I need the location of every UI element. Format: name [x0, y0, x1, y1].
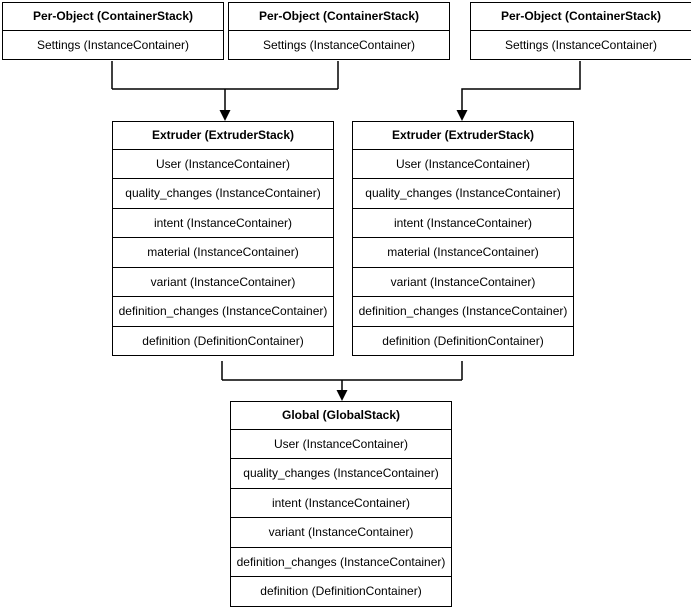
stack-row: definition (DefinitionContainer)	[353, 325, 573, 356]
stack-row: variant (InstanceContainer)	[353, 266, 573, 297]
stack-row: Settings (InstanceContainer)	[471, 29, 691, 60]
stack-row: definition (DefinitionContainer)	[113, 325, 333, 356]
stack-row: intent (InstanceContainer)	[231, 487, 451, 518]
arrowhead-extruder-2	[456, 110, 468, 121]
stack-title: Extruder (ExtruderStack)	[151, 128, 295, 142]
stack-row: material (InstanceContainer)	[113, 237, 333, 267]
stack-title: Per-Object (ContainerStack)	[32, 9, 194, 23]
stack-row: intent (InstanceContainer)	[113, 207, 333, 238]
stack-per-object-2: Per-Object (ContainerStack) Settings (In…	[228, 2, 450, 60]
connector-perobject-3-to-extruder-2	[461, 61, 581, 111]
stack-row: Settings (InstanceContainer)	[3, 29, 223, 60]
stack-row: User (InstanceContainer)	[113, 148, 333, 179]
stack-title: Global (GlobalStack)	[281, 408, 401, 422]
stack-per-object-3: Per-Object (ContainerStack) Settings (In…	[470, 2, 691, 60]
stack-row: quality_changes (InstanceContainer)	[113, 178, 333, 208]
stack-row: variant (InstanceContainer)	[113, 266, 333, 297]
stack-row: quality_changes (InstanceContainer)	[231, 458, 451, 488]
arrowhead-global	[336, 390, 348, 401]
stack-per-object-1: Per-Object (ContainerStack) Settings (In…	[2, 2, 224, 60]
connector-extruders-to-global	[221, 361, 463, 391]
stack-title: Per-Object (ContainerStack)	[258, 9, 420, 23]
stack-title: Extruder (ExtruderStack)	[391, 128, 535, 142]
stack-extruder-1: Extruder (ExtruderStack) User (InstanceC…	[112, 121, 334, 356]
stack-row: variant (InstanceContainer)	[231, 517, 451, 547]
stack-row: intent (InstanceContainer)	[353, 207, 573, 238]
stack-row: definition_changes (InstanceContainer)	[231, 546, 451, 577]
stack-row: User (InstanceContainer)	[353, 148, 573, 179]
stack-row: User (InstanceContainer)	[231, 428, 451, 459]
stack-row: definition_changes (InstanceContainer)	[353, 296, 573, 326]
stack-global: Global (GlobalStack) User (InstanceConta…	[230, 401, 452, 607]
stack-row: material (InstanceContainer)	[353, 237, 573, 267]
stack-title: Per-Object (ContainerStack)	[500, 9, 662, 23]
arrowhead-extruder-1	[219, 110, 231, 121]
stack-row: quality_changes (InstanceContainer)	[353, 178, 573, 208]
stack-row: definition_changes (InstanceContainer)	[113, 296, 333, 326]
stack-row: definition (DefinitionContainer)	[231, 576, 451, 606]
stack-extruder-2: Extruder (ExtruderStack) User (InstanceC…	[352, 121, 574, 356]
connector-perobjects-to-extruder-1	[111, 61, 339, 111]
stack-row: Settings (InstanceContainer)	[229, 29, 449, 60]
